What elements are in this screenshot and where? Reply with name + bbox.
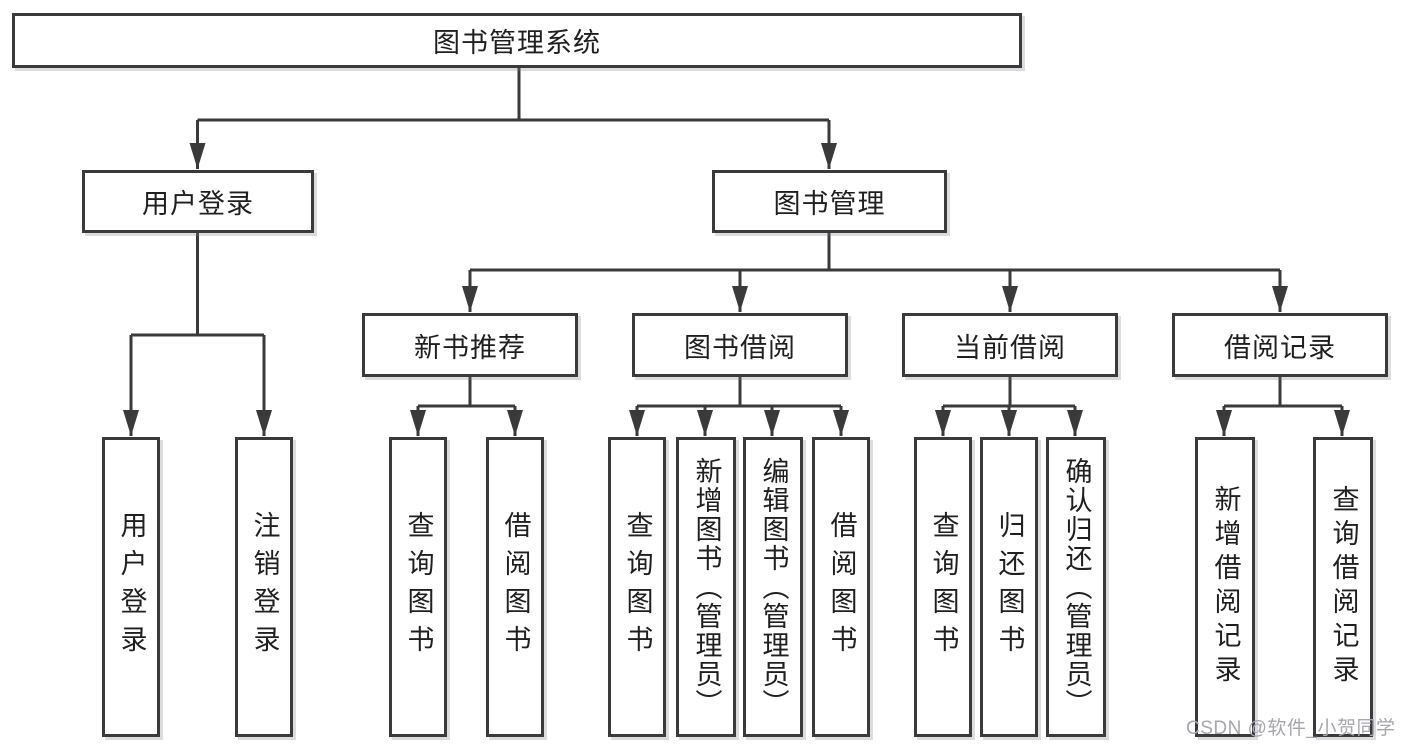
leaf-label: 确认归还（管理员） xyxy=(1061,456,1092,718)
node-leaf-login: 用户登录 xyxy=(102,437,160,737)
node-borrow-record: 借阅记录 xyxy=(1172,313,1388,377)
leaf-label: 新增借阅记录 xyxy=(1210,485,1241,689)
node-leaf-borrow-query: 查询图书 xyxy=(608,437,666,737)
node-leaf-borrow-edit: 编辑图书（管理员） xyxy=(743,437,803,737)
node-leaf-current-confirm: 确认归还（管理员） xyxy=(1046,437,1106,737)
leaf-label: 用户登录 xyxy=(116,511,147,663)
node-leaf-newbook-borrow: 借阅图书 xyxy=(486,437,544,737)
node-book-borrow: 图书借阅 xyxy=(632,313,848,377)
leaf-label: 查询借阅记录 xyxy=(1328,485,1359,689)
leaf-label: 查询图书 xyxy=(622,511,653,663)
node-leaf-current-return: 归还图书 xyxy=(980,437,1038,737)
node-leaf-borrow-borrow: 借阅图书 xyxy=(812,437,870,737)
leaf-label: 借阅图书 xyxy=(500,511,531,663)
leaf-label: 新增图书（管理员） xyxy=(691,456,722,718)
leaf-label: 归还图书 xyxy=(994,511,1025,663)
leaf-label: 查询图书 xyxy=(403,511,434,663)
node-leaf-current-query: 查询图书 xyxy=(914,437,972,737)
node-leaf-borrow-add: 新增图书（管理员） xyxy=(676,437,736,737)
leaf-label: 查询图书 xyxy=(928,511,959,663)
node-leaf-logout: 注销登录 xyxy=(235,437,293,737)
node-leaf-record-add: 新增借阅记录 xyxy=(1195,437,1255,737)
node-root: 图书管理系统 xyxy=(12,13,1022,68)
node-leaf-newbook-query: 查询图书 xyxy=(389,437,447,737)
node-current-borrow: 当前借阅 xyxy=(902,313,1118,377)
watermark: CSDN @软件_小贺同学 xyxy=(1186,718,1396,739)
leaf-label: 借阅图书 xyxy=(826,511,857,663)
node-leaf-record-query: 查询借阅记录 xyxy=(1313,437,1373,737)
leaf-label: 编辑图书（管理员） xyxy=(758,456,789,718)
leaf-label: 注销登录 xyxy=(249,511,280,663)
node-user-login: 用户登录 xyxy=(82,170,314,233)
node-book-management: 图书管理 xyxy=(712,170,947,233)
node-new-book-recommend: 新书推荐 xyxy=(362,313,578,377)
